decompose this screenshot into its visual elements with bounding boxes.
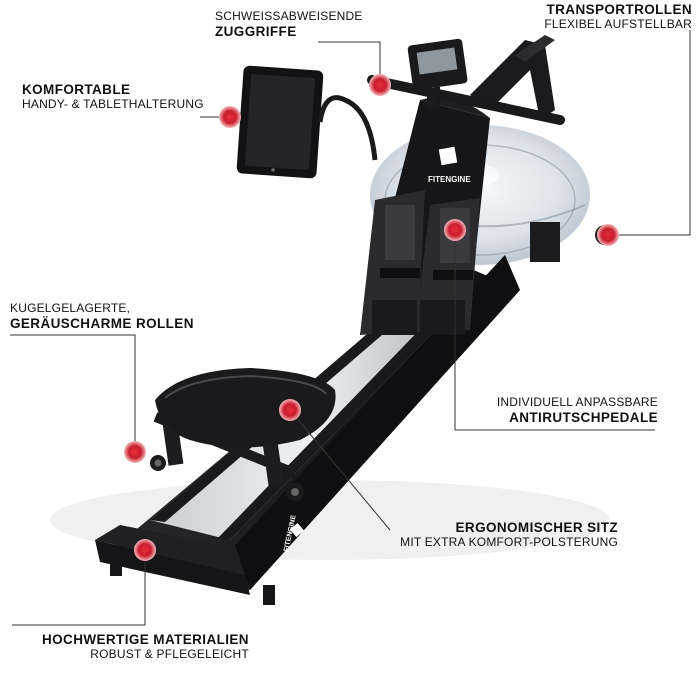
callout-halterung-line2: HANDY- & TABLETHALTERUNG	[22, 96, 204, 111]
panel-logo-text: FITENGINE	[428, 175, 471, 184]
leader-pedale	[454, 230, 655, 431]
leader-sitz	[289, 409, 391, 531]
seat	[150, 368, 336, 501]
callout-pedale-line1: INDIVIDUELL ANPASSBARE	[496, 395, 658, 409]
marker-halterung	[219, 106, 241, 128]
callout-pedale: INDIVIDUELL ANPASSBARE ANTIRUTSCHPEDALE	[496, 395, 658, 425]
rear-frame	[470, 35, 560, 262]
marker-pedale	[444, 219, 466, 241]
marker-sitz	[279, 399, 301, 421]
leader-materialien	[12, 550, 146, 626]
callout-rollen-line2: GERÄUSCHARME ROLLEN	[10, 315, 194, 331]
leader-transportrollen	[608, 30, 691, 236]
leader-rollen	[10, 334, 136, 452]
callout-materialien: HOCHWERTIGE MATERIALIEN ROBUST & PFLEGEL…	[42, 632, 249, 661]
callout-pedale-line2: ANTIRUTSCHPEDALE	[509, 409, 658, 425]
marker-zuggriffe	[369, 74, 391, 96]
callout-zuggriffe: SCHWEISSABWEISENDE ZUGGRIFFE	[215, 9, 363, 39]
callout-halterung-line1: KOMFORTABLE	[22, 82, 131, 97]
marker-transportrollen	[597, 224, 619, 246]
front-end-cap	[95, 525, 250, 595]
callout-materialien-line2: ROBUST & PFLEGELEICHT	[90, 646, 249, 661]
leader-zuggriffe	[318, 41, 381, 85]
callout-sitz-line2: MIT EXTRA KOMFORT-POLSTERUNG	[400, 534, 618, 549]
callout-rollen-line1: KUGELGELAGERTE,	[10, 301, 131, 315]
callout-materialien-line1: HOCHWERTIGE MATERIALIEN	[42, 632, 249, 647]
monitor	[407, 38, 468, 109]
callout-zuggriffe-line1: SCHWEISSABWEISENDE	[215, 9, 363, 23]
tablet-holder	[236, 65, 378, 179]
callout-sitz: ERGONOMISCHER SITZ MIT EXTRA KOMFORT-POL…	[400, 520, 618, 549]
callout-transportrollen: TRANSPORTROLLEN FLEXIBEL AUFSTELLBAR	[544, 2, 692, 31]
leader-lines	[10, 30, 691, 626]
callout-halterung: KOMFORTABLE HANDY- & TABLETHALTERUNG	[22, 82, 204, 111]
callout-transportrollen-line1: TRANSPORTROLLEN	[546, 2, 692, 17]
pedals	[360, 190, 480, 335]
callout-sitz-line1: ERGONOMISCHER SITZ	[455, 520, 618, 535]
marker-rollen	[124, 441, 146, 463]
callout-zuggriffe-line2: ZUGGRIFFE	[215, 23, 297, 39]
marker-materialien	[134, 539, 156, 561]
handlebar	[367, 75, 565, 125]
callout-transportrollen-line2: FLEXIBEL AUFSTELLBAR	[544, 16, 692, 31]
callout-rollen: KUGELGELAGERTE, GERÄUSCHARME ROLLEN	[10, 301, 194, 331]
callout-markers	[124, 74, 619, 561]
